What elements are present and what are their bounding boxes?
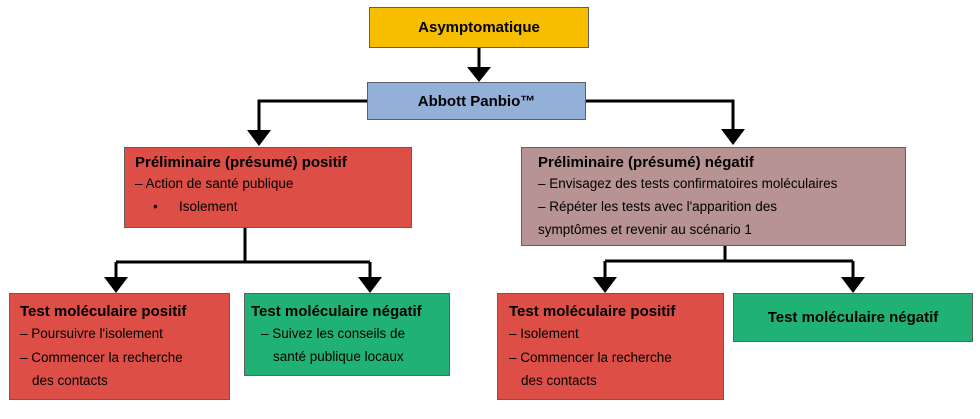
- arrowhead-to-positive: [247, 130, 271, 146]
- neg-branch-molecular-negative-title: Test moléculaire négatif: [767, 309, 939, 326]
- neg-branch-molecular-positive-line-3: des contacts: [521, 373, 597, 388]
- preliminary-negative-box: Préliminaire (présumé) négatif – Envisag…: [521, 147, 906, 246]
- neg-branch-molecular-positive-box: Test moléculaire positif – Isolement – C…: [497, 293, 724, 400]
- preliminary-positive-action: – Action de santé publique: [135, 176, 294, 191]
- arrowhead-to-neg-mol-neg: [841, 277, 865, 293]
- pos-branch-molecular-negative-line-1: – Suivez les conseils de: [261, 326, 406, 341]
- neg-branch-molecular-positive-line-1: – Isolement: [509, 326, 579, 341]
- preliminary-positive-title: Préliminaire (présumé) positif: [135, 154, 347, 171]
- preliminary-negative-title: Préliminaire (présumé) négatif: [538, 154, 754, 171]
- rapid-test-box: Abbott Panbio™: [367, 82, 586, 120]
- rapid-test-label: Abbott Panbio™: [417, 92, 536, 110]
- connector-test-to-negative: [586, 99, 735, 131]
- arrowhead-to-test: [467, 67, 491, 82]
- arrowhead-to-pos-mol-neg: [358, 277, 382, 293]
- pos-branch-molecular-positive-box: Test moléculaire positif – Poursuivre l'…: [9, 293, 230, 400]
- pos-branch-molecular-negative-box: Test moléculaire négatif – Suivez les co…: [244, 293, 450, 376]
- neg-branch-molecular-negative-box: Test moléculaire négatif: [733, 293, 973, 342]
- pos-branch-molecular-positive-line-1: – Poursuivre l'isolement: [20, 326, 163, 341]
- preliminary-positive-box: Préliminaire (présumé) positif – Action …: [124, 147, 412, 228]
- neg-branch-molecular-positive-line-2: – Commencer la recherche: [509, 350, 672, 365]
- preliminary-positive-isolation: Isolement: [179, 199, 238, 214]
- pos-branch-molecular-negative-title: Test moléculaire négatif: [251, 303, 422, 320]
- preliminary-negative-line-2: – Répéter les tests avec l'apparition de…: [538, 199, 777, 214]
- pos-branch-molecular-positive-line-2: – Commencer la recherche: [20, 350, 183, 365]
- preliminary-negative-line-1: – Envisagez des tests confirmatoires mol…: [538, 176, 838, 191]
- neg-branch-molecular-positive-title: Test moléculaire positif: [509, 303, 676, 320]
- arrowhead-to-neg-mol-pos: [593, 277, 617, 293]
- asymptomatic-label: Asymptomatique: [418, 19, 540, 36]
- arrowhead-to-pos-mol-pos: [104, 277, 128, 293]
- arrowhead-to-negative: [721, 129, 745, 145]
- connector-test-to-positive: [257, 99, 367, 132]
- preliminary-positive-bullet-item: • Isolement: [135, 195, 411, 219]
- preliminary-negative-line-3: symptômes et revenir au scénario 1: [538, 222, 752, 237]
- bullet-dot: •: [153, 199, 158, 214]
- pos-branch-molecular-positive-line-3: des contacts: [32, 373, 108, 388]
- pos-branch-molecular-negative-line-2: santé publique locaux: [273, 349, 404, 364]
- asymptomatic-box: Asymptomatique: [369, 7, 589, 48]
- pos-branch-molecular-positive-title: Test moléculaire positif: [20, 303, 187, 320]
